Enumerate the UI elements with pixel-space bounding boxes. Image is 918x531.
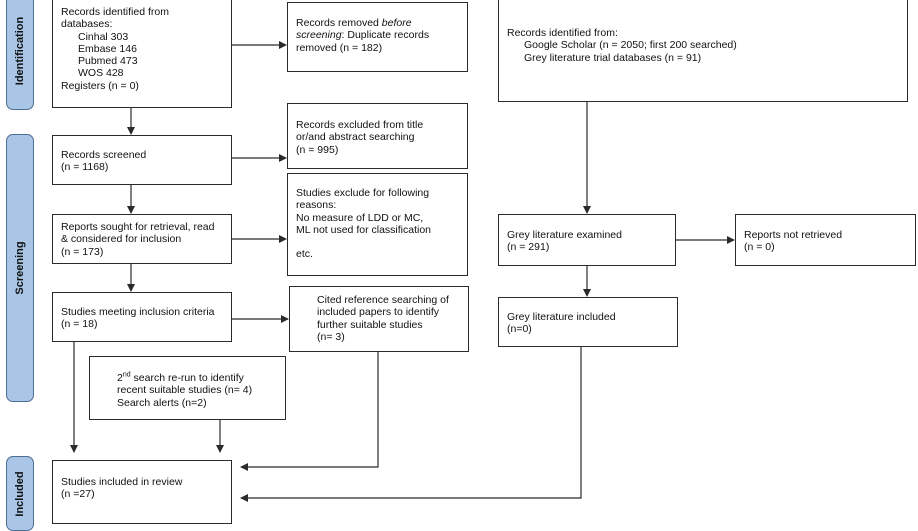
records-identified-box: Records identified from databases: Cinha…	[52, 0, 232, 108]
excluded-line2: or/and abstract searching	[296, 131, 415, 144]
reasons-line5: etc.	[296, 248, 313, 261]
excluded-reasons-box: Studies exclude for following reasons: N…	[287, 173, 468, 276]
identified-line2: databases:	[61, 18, 113, 31]
grey-examined-line2: (n = 291)	[507, 241, 550, 254]
meeting-line1: Studies meeting inclusion criteria	[61, 306, 215, 318]
stage-screening: Screening	[6, 134, 34, 402]
sought-line3: (n = 173)	[61, 245, 104, 258]
cited-line2: included papers to identify	[317, 306, 439, 319]
rerun-box: 2nd search re-run to identify recent sui…	[89, 356, 286, 420]
other-sources-box: Records identified from: Google Scholar …	[498, 0, 908, 102]
not-retrieved-line2: (n = 0)	[744, 241, 775, 254]
removed-line2: screening: Duplicate records	[296, 29, 430, 42]
identified-embase: Embase 146	[78, 42, 137, 55]
grey-included-box: Grey literature included (n=0)	[498, 297, 678, 347]
rerun-line1: 2nd search re-run to identify	[117, 371, 244, 385]
arrow-cited-to-included	[240, 352, 379, 471]
identified-cinhal: Cinhal 303	[78, 30, 129, 43]
records-screened-box: Records screened (n = 1168)	[52, 135, 232, 185]
removed-line1: Records removed before	[296, 17, 412, 29]
screened-line2: (n = 1168)	[61, 161, 109, 174]
identified-pubmed: Pubmed 473	[78, 55, 138, 68]
other-sources-grey: Grey literature trial databases (n = 91)	[524, 51, 702, 64]
included-line1: Studies included in review	[61, 476, 183, 488]
reports-sought-box: Reports sought for retrieval, read & con…	[52, 214, 232, 264]
records-removed-box: Records removed before screening: Duplic…	[287, 2, 468, 72]
reasons-line2: reasons:	[296, 199, 337, 212]
reasons-line3: No measure of LDD or MC,	[296, 211, 424, 224]
reasons-line4: ML not used for classification	[296, 223, 432, 236]
other-sources-scholar: Google Scholar (n = 2050; first 200 sear…	[524, 39, 737, 52]
cited-line3: further suitable studies	[317, 318, 423, 331]
sought-line1: Reports sought for retrieval, read	[61, 221, 215, 233]
sought-line2: & considered for inclusion	[61, 233, 182, 246]
arrow-grey-included-to-included	[240, 347, 582, 502]
meeting-line2: (n = 18)	[61, 318, 98, 331]
grey-examined-box: Grey literature examined (n = 291)	[498, 214, 676, 266]
excluded-line1: Records excluded from title	[296, 119, 424, 131]
rerun-line2: recent suitable studies (n= 4)	[117, 384, 253, 397]
grey-included-line2: (n=0)	[507, 323, 532, 336]
cited-line1: Cited reference searching of	[317, 294, 449, 306]
reasons-line1: Studies exclude for following	[296, 187, 430, 199]
identified-registers: Registers (n = 0)	[61, 79, 139, 92]
cited-line4: (n= 3)	[317, 330, 345, 343]
identified-line1: Records identified from	[61, 6, 169, 18]
screened-line1: Records screened	[61, 149, 147, 161]
cited-reference-box: Cited reference searching of included pa…	[289, 286, 469, 352]
grey-included-line1: Grey literature included	[507, 311, 616, 323]
stage-identification: Identification	[6, 0, 34, 110]
meeting-criteria-box: Studies meeting inclusion criteria (n = …	[52, 292, 232, 342]
excluded-line3: (n = 995)	[296, 143, 339, 156]
records-excluded-box: Records excluded from title or/and abstr…	[287, 103, 468, 169]
included-line2: (n =27)	[61, 488, 95, 501]
not-retrieved-box: Reports not retrieved (n = 0)	[735, 214, 916, 266]
identified-wos: WOS 428	[78, 67, 124, 80]
connector-arrows	[70, 41, 735, 502]
rerun-line3: Search alerts (n=2)	[117, 396, 207, 409]
removed-line3: removed (n = 182)	[296, 41, 383, 54]
other-sources-line1: Records identified from:	[507, 27, 618, 39]
not-retrieved-line1: Reports not retrieved	[744, 229, 843, 241]
grey-examined-line1: Grey literature examined	[507, 229, 622, 241]
